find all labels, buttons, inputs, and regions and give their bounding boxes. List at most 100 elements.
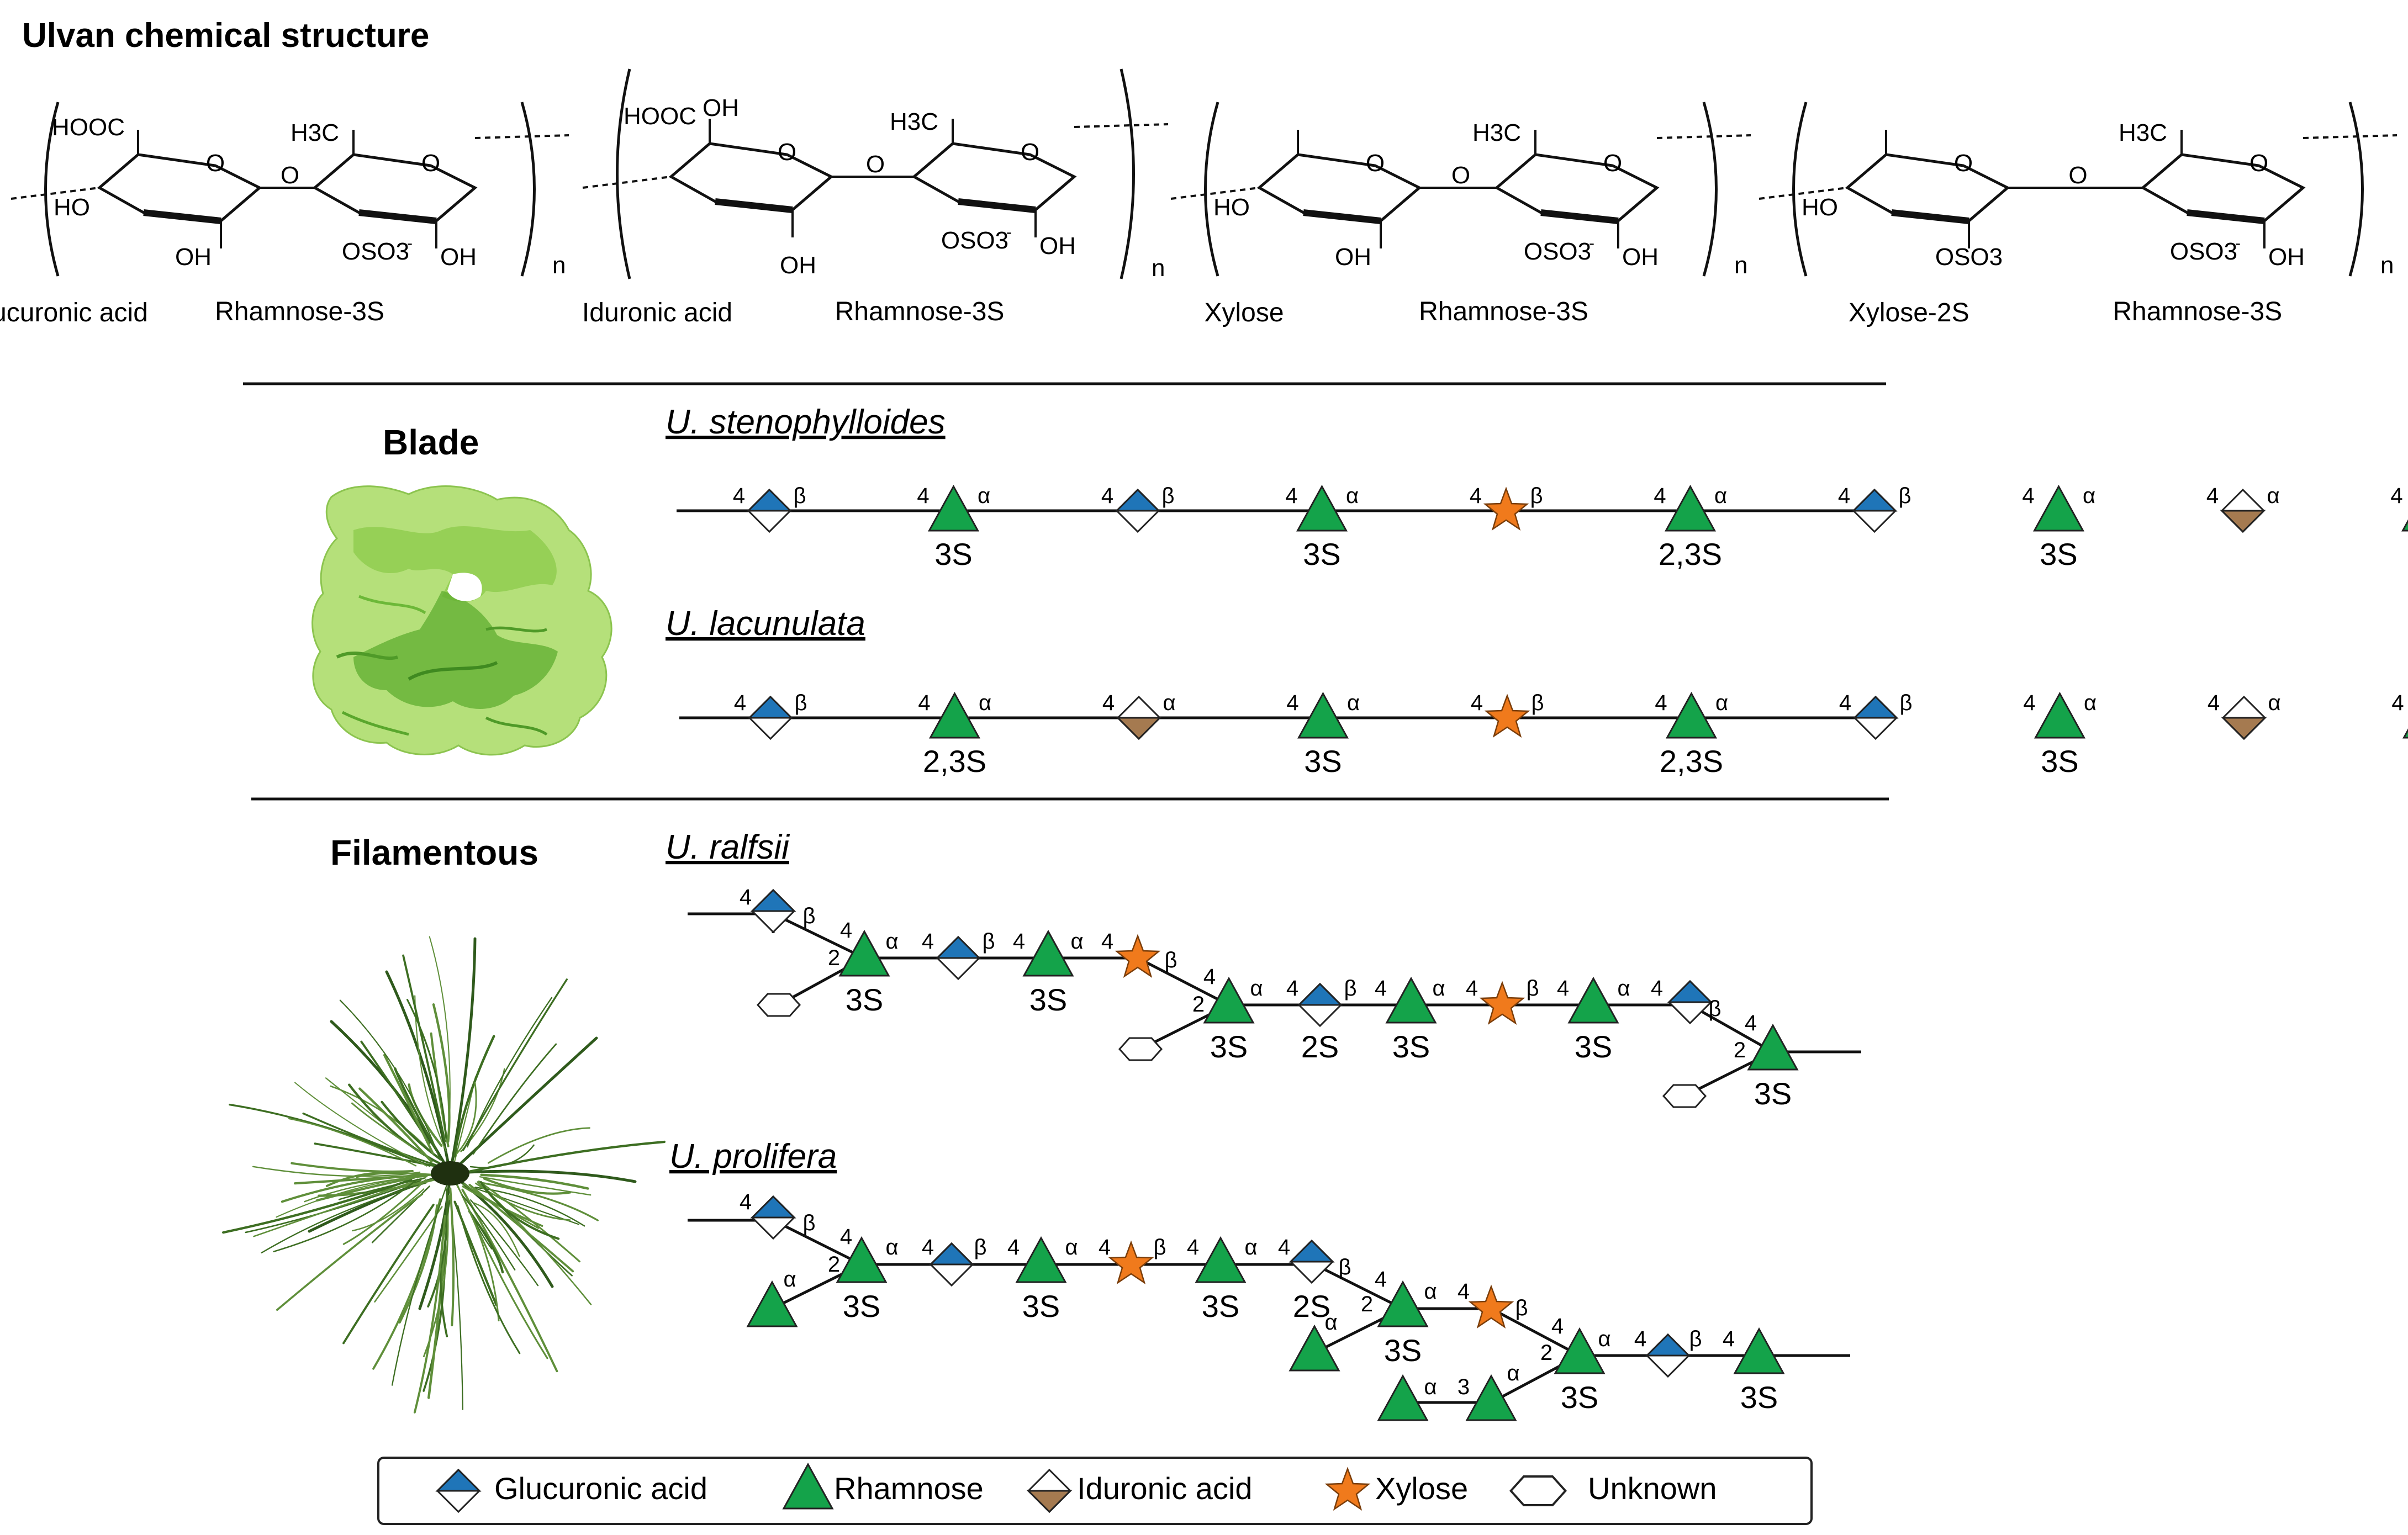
linkage-label: 4 <box>2391 691 2404 715</box>
hydroxyl-label: HO <box>1213 194 1250 221</box>
unknown-icon <box>1662 1084 1707 1108</box>
linkage-label: 4 <box>917 484 929 508</box>
methyl-label: H3C <box>890 108 938 135</box>
chain-continuation <box>1759 187 1848 200</box>
filament-branch <box>457 1205 521 1354</box>
hydroxyl-label: OH <box>1039 232 1076 260</box>
linkage-label: 4 <box>2206 484 2219 508</box>
linkage-label: 4 <box>1278 1235 1290 1259</box>
iduronic-acid-icon <box>2222 696 2266 740</box>
chain-continuation <box>474 134 569 139</box>
glucuronic-acid-icon <box>747 489 791 533</box>
rhamnose-icon <box>1298 692 1348 739</box>
ring-oxygen: O <box>778 139 796 166</box>
linkage-label: 4 <box>740 1190 752 1214</box>
monomer-caption: Glucuronic acid <box>0 298 148 327</box>
linkage-label: β <box>802 904 815 928</box>
filament-branch <box>480 1173 589 1190</box>
left-bracket <box>1792 102 1808 277</box>
right-bracket <box>1119 68 1135 279</box>
glycosidic-oxygen: O <box>281 162 299 189</box>
linkage-label: β <box>793 484 806 508</box>
filament-branch <box>315 1176 415 1202</box>
sulfate-label: 3S <box>1022 1289 1060 1324</box>
sugar-ring <box>1256 153 1422 223</box>
legend-item: Glucuronic acid <box>436 1469 707 1513</box>
linkage-label: 4 <box>1101 929 1113 954</box>
linkage-label: α <box>1347 691 1360 715</box>
linkage-label: α <box>1424 1375 1437 1399</box>
rhamnose-icon <box>1297 485 1347 532</box>
linkage-label: α <box>1163 691 1175 715</box>
linkage-label: α <box>885 929 898 954</box>
charge-label: - <box>2235 234 2241 252</box>
filament-stem <box>448 1036 598 1175</box>
filament-branch <box>470 1199 539 1287</box>
linkage-label: 4 <box>1007 1235 1020 1259</box>
linkage-label: α <box>2267 484 2279 508</box>
rhamnose-icon <box>2034 485 2084 532</box>
glucuronic-acid-icon <box>751 1195 795 1240</box>
filament-branch <box>406 998 447 1139</box>
legend-item: Xylose <box>1326 1468 1468 1510</box>
linkage-label: α <box>1070 929 1083 954</box>
filament-branch <box>481 1182 599 1221</box>
linkage-label: α <box>1598 1327 1610 1351</box>
rhamnose-icon <box>2402 485 2408 532</box>
filament-branch <box>413 1215 446 1414</box>
linkage-label: 2 <box>1361 1292 1373 1316</box>
hydroxyl-label: OH <box>703 94 739 121</box>
section-label-blade: Blade <box>383 422 479 462</box>
legend-label: Xylose <box>1375 1471 1468 1506</box>
filament-branch <box>229 1103 420 1164</box>
linkage-label: α <box>979 691 991 715</box>
filament-stem <box>448 1169 637 1183</box>
filament-branch <box>394 1067 437 1151</box>
linkage-label: 4 <box>1557 976 1569 1001</box>
charge-label: - <box>407 234 413 252</box>
filament-branch <box>294 1082 427 1167</box>
hydroxyl-label: OH <box>1335 244 1371 271</box>
ring-bold-edge <box>1303 209 1381 224</box>
linkage-label: 4 <box>2390 484 2402 508</box>
linkage-label: β <box>1898 484 1911 508</box>
filament-branch <box>478 1180 581 1263</box>
legend-box <box>377 1457 1813 1525</box>
linkage-label: α <box>1714 484 1727 508</box>
sulfate-label: 3S <box>2040 537 2078 571</box>
linkage-label: β <box>1153 1235 1166 1259</box>
rhamnose-icon <box>1734 1328 1784 1374</box>
cooh-label: HOOC <box>624 103 696 130</box>
sugar-ring <box>2140 153 2306 223</box>
sugar-ring <box>312 153 478 223</box>
linkage-label: 4 <box>1838 484 1850 508</box>
linkage-label: 4 <box>1551 1314 1564 1338</box>
bond-line <box>1689 1003 1774 1054</box>
iduronic-acid-icon <box>1117 696 1161 740</box>
repeat-subscript: n <box>552 252 566 279</box>
legend-label: Iduronic acid <box>1077 1471 1253 1506</box>
sulfate-label: 3S <box>1392 1029 1430 1064</box>
filament-branch <box>325 1171 427 1187</box>
filament-branch <box>483 1177 571 1195</box>
filament-branch <box>338 1177 425 1200</box>
sulfate-label: OSO3 <box>1524 238 1591 265</box>
linkage-label: 4 <box>840 918 852 943</box>
repeat-subscript: n <box>1152 255 1165 282</box>
filament-branch <box>456 1082 477 1155</box>
unknown-icon <box>1118 1037 1163 1061</box>
bond-line <box>772 1219 863 1266</box>
bond-line <box>1137 956 1230 1007</box>
section-label-filamentous: Filamentous <box>330 833 538 872</box>
filament-branch <box>281 1174 419 1203</box>
linkage-label: 4 <box>1375 1267 1387 1291</box>
filament-branch <box>222 1178 413 1234</box>
sulfate-label: 2,3S <box>1660 744 1723 779</box>
linkage-label: 4 <box>840 1225 852 1249</box>
linkage-label: β <box>1338 1255 1351 1279</box>
filament-branch <box>402 954 446 1142</box>
hydroxyl-label: HO <box>54 194 90 221</box>
